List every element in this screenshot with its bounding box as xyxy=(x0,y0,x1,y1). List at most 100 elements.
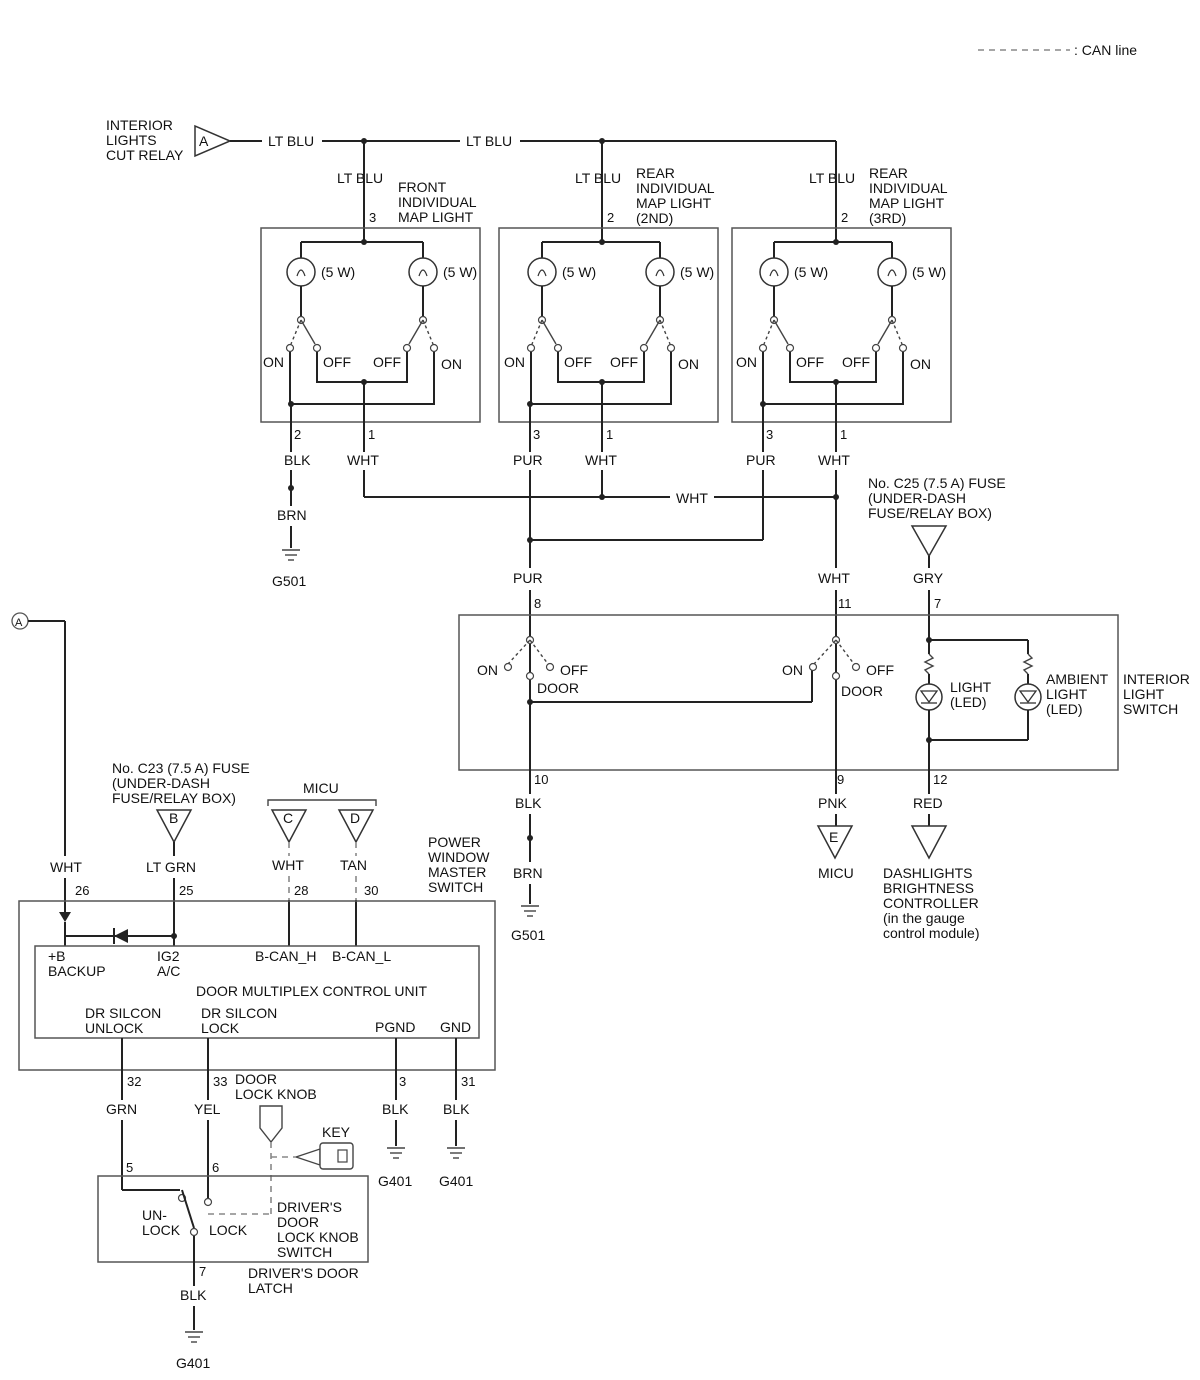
latch-lock-label: LOCK xyxy=(209,1222,248,1238)
wire-label-lt-blu: LT BLU xyxy=(268,133,314,149)
switch-off-label: OFF xyxy=(796,354,824,370)
switch-off-position xyxy=(835,639,855,665)
wire-label-brn: BRN xyxy=(277,507,307,523)
bulb-icon xyxy=(527,257,557,287)
wire-label-lt-blu: LT BLU xyxy=(809,170,855,186)
led-ambient xyxy=(1014,683,1042,711)
switch-on-label: ON xyxy=(441,356,462,372)
splice xyxy=(833,494,839,500)
splice xyxy=(527,537,533,543)
resistor xyxy=(923,653,935,675)
switch-blade-off xyxy=(773,319,789,345)
pin-in: 2 xyxy=(607,210,614,225)
pin-30: 30 xyxy=(364,883,378,898)
connector-e-letter: E xyxy=(829,829,838,845)
terminal-bcanl: B-CAN_L xyxy=(332,948,391,964)
splice xyxy=(599,138,605,144)
connector-a-shape xyxy=(194,124,232,158)
wire-label-blk: BLK xyxy=(515,795,542,811)
pin-out: 1 xyxy=(840,427,847,442)
wire-label-blk: BLK xyxy=(443,1101,470,1117)
switch-on-label: ON xyxy=(477,662,498,678)
wire-label-yel: YEL xyxy=(194,1101,221,1117)
bulb-wattage: (5 W) xyxy=(794,264,828,280)
pin-6: 6 xyxy=(212,1160,219,1175)
switch-on-label: ON xyxy=(910,356,931,372)
wire-label-red: RED xyxy=(913,795,943,811)
switch-contact xyxy=(312,343,322,353)
wire-label-lt-blu: LT BLU xyxy=(575,170,621,186)
switch-blade-on xyxy=(531,319,543,345)
diode xyxy=(114,929,128,943)
switch-contact xyxy=(831,671,841,681)
bulb-wattage: (5 W) xyxy=(912,264,946,280)
switch-on-position xyxy=(813,639,837,665)
pin-33: 33 xyxy=(213,1074,227,1089)
switch-contact xyxy=(503,662,513,672)
terminal-gnd: GND xyxy=(440,1019,471,1035)
connector-b-shape xyxy=(155,809,193,844)
door-multiplex-unit-box xyxy=(34,945,480,1039)
connector-b-letter: B xyxy=(169,810,178,826)
bulb-wattage: (5 W) xyxy=(680,264,714,280)
switch-on-label: ON xyxy=(782,662,803,678)
map-light-box xyxy=(731,227,952,423)
pin-out: 1 xyxy=(368,427,375,442)
wire-label-wht: WHT xyxy=(676,490,708,506)
switch-on-label: ON xyxy=(504,354,525,370)
bulb-filament xyxy=(418,269,428,277)
pin-11: 11 xyxy=(838,596,852,611)
latch-unlock-label: UN-LOCK xyxy=(142,1207,181,1238)
key-label: KEY xyxy=(322,1124,351,1140)
switch-on-label: ON xyxy=(263,354,284,370)
pin-in: 3 xyxy=(369,210,376,225)
bulb-wattage: (5 W) xyxy=(321,264,355,280)
connector-c-shape xyxy=(270,809,308,844)
switch-contact xyxy=(285,343,295,353)
micu-group-label: MICU xyxy=(303,780,339,796)
interior-light-switch-box xyxy=(458,614,1119,771)
splice xyxy=(361,138,367,144)
pin-12: 12 xyxy=(933,772,947,787)
pin-out: 1 xyxy=(606,427,613,442)
switch-blade-on xyxy=(659,319,671,345)
drivers-door-latch-box xyxy=(97,1175,369,1263)
pin-gnd: 3 xyxy=(533,427,540,442)
splice xyxy=(527,835,533,841)
diode-arrow xyxy=(59,912,71,922)
switch-blade-off xyxy=(541,319,557,345)
switch-door-label: DOOR xyxy=(537,680,579,696)
wire-label-blk: BLK xyxy=(180,1287,207,1303)
wire-label-lt-blu: LT BLU xyxy=(466,133,512,149)
pin-7: 7 xyxy=(934,596,941,611)
splice xyxy=(833,239,839,245)
pin-10: 10 xyxy=(534,772,548,787)
pin-gnd: 2 xyxy=(294,427,301,442)
wire-label-wht: WHT xyxy=(50,859,82,875)
switch-off-label: OFF xyxy=(564,354,592,370)
bulb-icon xyxy=(759,257,789,287)
splice xyxy=(171,933,177,939)
switch-contact xyxy=(402,343,412,353)
wire-label-wht: WHT xyxy=(347,452,379,468)
bulb-filament xyxy=(655,269,665,277)
ground-label-g401: G401 xyxy=(378,1173,412,1189)
splice xyxy=(599,494,605,500)
connector-d-letter: D xyxy=(350,810,360,826)
pin-28: 28 xyxy=(294,883,308,898)
switch-off-label: OFF xyxy=(373,354,401,370)
wire-label-tan: TAN xyxy=(340,857,367,873)
wire-label-wht: WHT xyxy=(585,452,617,468)
switch-off-label: OFF xyxy=(323,354,351,370)
